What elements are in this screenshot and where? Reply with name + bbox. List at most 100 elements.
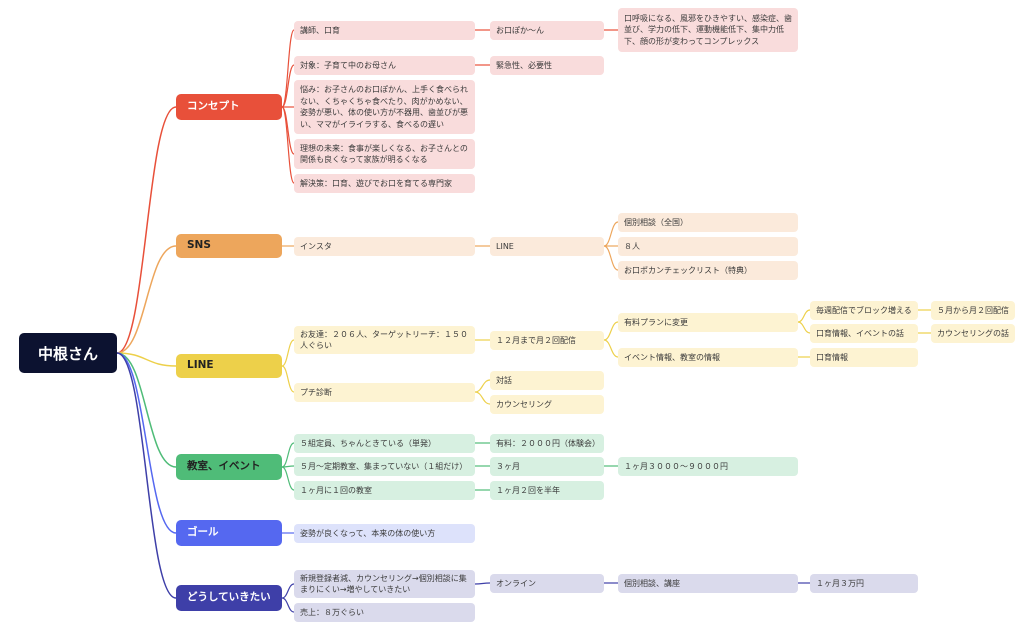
goal-node[interactable]: 姿勢が良くなって、本来の体の使い方 bbox=[294, 524, 475, 543]
event-node[interactable]: １ヶ月に１回の教室 bbox=[294, 481, 475, 500]
concept-node[interactable]: 口呼吸になる、風邪をひきやすい、感染症、歯並び、学力の低下、運動機能低下、集中力… bbox=[618, 8, 798, 52]
future-node[interactable]: １ヶ月３万円 bbox=[810, 574, 918, 593]
node-text: 悩み：お子さんのお口ぽかん、上手く食べられない、くちゃくちゃ食べたり、肉がかめな… bbox=[300, 85, 468, 129]
node-text: 口育情報 bbox=[816, 352, 848, 362]
node-text: 口呼吸になる、風邪をひきやすい、感染症、歯並び、学力の低下、運動機能低下、集中力… bbox=[624, 13, 792, 46]
future-node[interactable]: オンライン bbox=[490, 574, 604, 593]
line-node[interactable]: 毎週配信でブロック増える bbox=[810, 301, 918, 320]
node-text: インスタ bbox=[300, 241, 332, 251]
concept-node[interactable]: 解決策：口育、遊びでお口を育てる専門家 bbox=[294, 174, 475, 193]
connector bbox=[116, 352, 177, 367]
line-node[interactable]: カウンセリング bbox=[490, 395, 604, 414]
line-node[interactable]: 有料プランに変更 bbox=[618, 313, 798, 332]
branch-goal[interactable]: ゴール bbox=[176, 520, 282, 546]
branch-event-label: 教室、イベント bbox=[187, 460, 261, 473]
line-node[interactable]: お友達：２０６人、ターゲットリーチ：１５０人ぐらい bbox=[294, 326, 475, 354]
event-node[interactable]: １ヶ月３０００〜９０００円 bbox=[618, 457, 798, 476]
node-text: お友達：２０６人、ターゲットリーチ：１５０人ぐらい bbox=[300, 329, 468, 351]
connector bbox=[474, 391, 491, 405]
node-text: 理想の未来：食事が楽しくなる、お子さんとの関係も良くなって家族が明るくなる bbox=[300, 143, 468, 165]
line-node[interactable]: カウンセリングの話 bbox=[931, 324, 1015, 343]
node-text: １ヶ月２回を半年 bbox=[496, 485, 560, 495]
concept-node[interactable]: 緊急性、必要性 bbox=[490, 56, 604, 75]
node-text: 有料：２０００円（体験会） bbox=[496, 438, 600, 448]
line-node[interactable]: １２月まで月２回配信 bbox=[490, 331, 604, 350]
connector bbox=[116, 352, 177, 599]
connector bbox=[281, 365, 295, 393]
event-node[interactable]: ５組定員、ちゃんときている（単発） bbox=[294, 434, 475, 453]
event-node[interactable]: 有料：２０００円（体験会） bbox=[490, 434, 604, 453]
sns-node[interactable]: お口ポカンチェックリスト（特典） bbox=[618, 261, 798, 280]
branch-concept[interactable]: コンセプト bbox=[176, 94, 282, 120]
node-text: プチ診断 bbox=[300, 387, 332, 397]
node-text: 講師、口育 bbox=[300, 25, 340, 35]
branch-line-label: LINE bbox=[187, 359, 214, 372]
line-node[interactable]: 口育情報、イベントの話 bbox=[810, 324, 918, 343]
node-text: お口ポカンチェックリスト（特典） bbox=[624, 265, 752, 275]
branch-sns-label: SNS bbox=[187, 239, 211, 252]
node-text: 個別相談（全国） bbox=[624, 217, 688, 227]
future-node[interactable]: 新規登録者減、カウンセリング→個別相談に集まりにくい→増やしていきたい bbox=[294, 570, 475, 598]
branch-line[interactable]: LINE bbox=[176, 354, 282, 378]
event-node[interactable]: ５月〜定期教室、集まっていない（１組だけ） bbox=[294, 457, 475, 476]
connector bbox=[281, 597, 295, 613]
node-text: 姿勢が良くなって、本来の体の使い方 bbox=[300, 528, 436, 538]
connector bbox=[116, 245, 177, 354]
node-text: １ヶ月３万円 bbox=[816, 578, 864, 588]
concept-node[interactable]: お口ぽか〜ん bbox=[490, 21, 604, 40]
event-node[interactable]: １ヶ月２回を半年 bbox=[490, 481, 604, 500]
node-text: カウンセリングの話 bbox=[937, 328, 1009, 338]
node-text: イベント情報、教室の情報 bbox=[624, 352, 720, 362]
line-node[interactable]: イベント情報、教室の情報 bbox=[618, 348, 798, 367]
node-text: 解決策：口育、遊びでお口を育てる専門家 bbox=[300, 178, 452, 188]
event-node[interactable]: ３ヶ月 bbox=[490, 457, 604, 476]
connector bbox=[603, 245, 619, 271]
node-text: 有料プランに変更 bbox=[624, 317, 688, 327]
node-text: 毎週配信でブロック増える bbox=[816, 305, 912, 315]
node-text: 売上：８万ぐらい bbox=[300, 607, 364, 617]
sns-node[interactable]: LINE bbox=[490, 237, 604, 256]
node-text: ３ヶ月 bbox=[496, 461, 520, 471]
node-text: 個別相談、講座 bbox=[624, 578, 680, 588]
node-text: 口育情報、イベントの話 bbox=[816, 328, 904, 338]
node-text: ５月〜定期教室、集まっていない（１組だけ） bbox=[300, 461, 468, 471]
node-text: 対話 bbox=[496, 375, 512, 385]
sns-node[interactable]: ８人 bbox=[618, 237, 798, 256]
node-text: ５組定員、ちゃんときている（単発） bbox=[300, 438, 436, 448]
branch-future[interactable]: どうしていきたい bbox=[176, 585, 282, 611]
connector bbox=[116, 352, 177, 468]
node-text: 新規登録者減、カウンセリング→個別相談に集まりにくい→増やしていきたい bbox=[300, 573, 467, 595]
concept-node[interactable]: 対象：子育て中のお母さん bbox=[294, 56, 475, 75]
line-node[interactable]: プチ診断 bbox=[294, 383, 475, 402]
connector bbox=[603, 339, 619, 358]
connector bbox=[281, 106, 295, 184]
line-node[interactable]: ５月から月２回配信 bbox=[931, 301, 1015, 320]
node-text: １ヶ月に１回の教室 bbox=[300, 485, 372, 495]
concept-node[interactable]: 悩み：お子さんのお口ぽかん、上手く食べられない、くちゃくちゃ食べたり、肉がかめな… bbox=[294, 80, 475, 134]
node-text: お口ぽか〜ん bbox=[496, 25, 544, 35]
node-text: 緊急性、必要性 bbox=[496, 60, 552, 70]
line-node[interactable]: 対話 bbox=[490, 371, 604, 390]
root-node[interactable]: 中根さん bbox=[19, 333, 117, 373]
connector bbox=[603, 221, 619, 247]
connector bbox=[116, 352, 177, 534]
sns-node[interactable]: 個別相談（全国） bbox=[618, 213, 798, 232]
connector bbox=[281, 466, 295, 491]
branch-goal-label: ゴール bbox=[187, 526, 219, 539]
root-label: 中根さん bbox=[37, 344, 98, 363]
concept-node[interactable]: 講師、口育 bbox=[294, 21, 475, 40]
future-node[interactable]: 売上：８万ぐらい bbox=[294, 603, 475, 622]
line-node[interactable]: 口育情報 bbox=[810, 348, 918, 367]
node-text: オンライン bbox=[496, 578, 536, 588]
node-text: ８人 bbox=[624, 241, 640, 251]
connector bbox=[281, 64, 295, 108]
future-node[interactable]: 個別相談、講座 bbox=[618, 574, 798, 593]
branch-event[interactable]: 教室、イベント bbox=[176, 454, 282, 480]
sns-node[interactable]: インスタ bbox=[294, 237, 475, 256]
connector bbox=[603, 321, 619, 341]
branch-sns[interactable]: SNS bbox=[176, 234, 282, 258]
branch-future-label: どうしていきたい bbox=[187, 591, 271, 604]
connector bbox=[281, 339, 295, 367]
concept-node[interactable]: 理想の未来：食事が楽しくなる、お子さんとの関係も良くなって家族が明るくなる bbox=[294, 139, 475, 169]
